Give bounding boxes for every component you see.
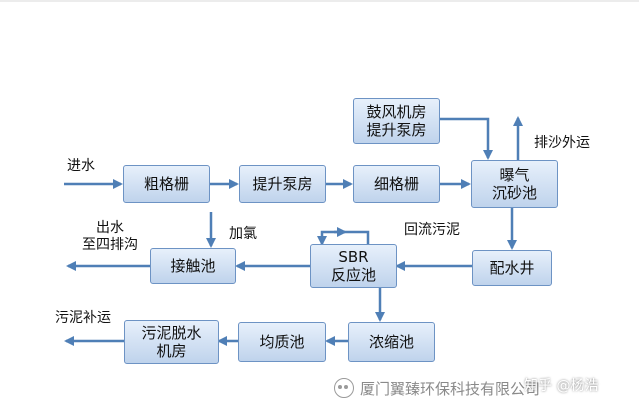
arrow-blower-to-grit	[440, 117, 493, 160]
label-grit-out: 排沙外运	[534, 135, 590, 151]
node-distribution-well: 配水井	[472, 250, 552, 286]
node-homogenizer: 均质池	[238, 322, 326, 362]
top-border	[0, 0, 639, 2]
node-grit-chamber: 曝气 沉砂池	[471, 160, 558, 208]
node-coarse-screen: 粗格栅	[123, 165, 210, 203]
arrow-return-sludge-loop	[317, 230, 370, 246]
node-blower-room: 鼓风机房 提升泵房	[353, 98, 440, 144]
watermark-text: 厦门翼臻环保科技有限公司	[360, 379, 541, 398]
node-contact-tank: 接触池	[150, 248, 236, 284]
label-chlorination: 加氯	[229, 226, 257, 242]
label-return-sludge: 回流污泥	[404, 222, 460, 238]
label-sludge-out: 污泥补运	[55, 310, 111, 326]
node-dewatering: 污泥脱水 机房	[124, 320, 219, 364]
label-effluent: 出水 至四排沟	[82, 220, 138, 253]
label-inflow: 进水	[67, 158, 95, 174]
watermark-overlay: 知乎 @杨浩	[524, 378, 599, 394]
node-lift-pump: 提升泵房	[239, 165, 326, 203]
wechat-icon	[334, 378, 354, 398]
node-sbr: SBR 反应池	[310, 244, 397, 288]
node-thickener: 浓缩池	[348, 322, 435, 362]
watermark: 厦门翼臻环保科技有限公司	[334, 376, 634, 400]
node-fine-screen: 细格栅	[353, 165, 440, 203]
